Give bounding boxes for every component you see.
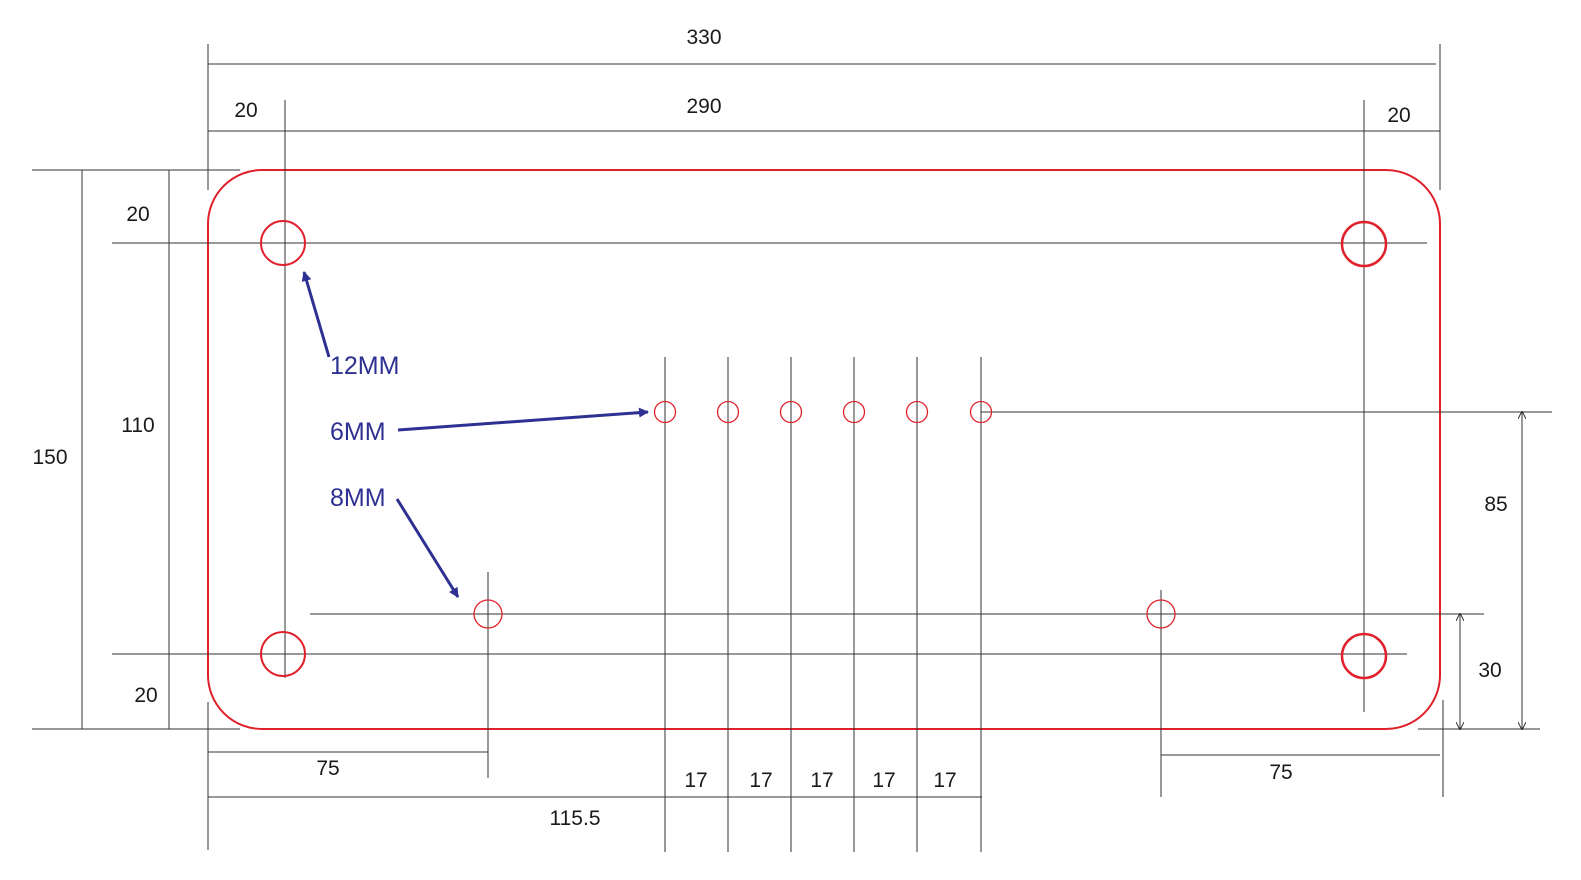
arrow-12mm — [301, 271, 331, 358]
dim-right-edge-offset: 20 — [1387, 104, 1410, 127]
dim-lower-row-height: 30 — [1478, 659, 1501, 682]
dim-small-hole-pitch: 17 — [810, 769, 833, 792]
hole-bottom-left — [260, 631, 306, 677]
medium-hole-right — [1146, 599, 1176, 629]
small-hole — [969, 400, 993, 424]
large-holes — [260, 220, 1388, 680]
dim-lower-right-hole-offset: 75 — [1269, 761, 1292, 784]
callout-arrows — [301, 271, 649, 598]
dim-small-row-height: 85 — [1484, 493, 1507, 516]
arrow-8mm — [395, 498, 460, 598]
arrow-6mm — [397, 407, 649, 432]
dimension-lines — [32, 44, 1552, 852]
dim-small-hole-row-offset: 115.5 — [550, 807, 601, 830]
dim-hole-spacing-width: 290 — [686, 95, 721, 118]
small-hole — [779, 400, 803, 424]
callout-12mm-label: 12MM — [330, 352, 399, 380]
dim-small-hole-pitch: 17 — [684, 769, 707, 792]
small-hole-row — [653, 400, 993, 424]
dim-top-edge-offset: 20 — [126, 203, 149, 226]
small-hole — [716, 400, 740, 424]
small-hole — [842, 400, 866, 424]
dim-lower-left-hole-offset: 75 — [316, 757, 339, 780]
medium-hole-left — [473, 599, 503, 629]
callout-8mm-label: 8MM — [330, 484, 386, 512]
dim-overall-height: 150 — [32, 446, 67, 469]
dim-small-hole-pitch: 17 — [749, 769, 772, 792]
dim-hole-spacing-height: 110 — [121, 414, 154, 437]
dim-left-edge-offset: 20 — [234, 99, 257, 122]
hole-bottom-right — [1340, 632, 1388, 680]
dim-overall-width: 330 — [686, 26, 721, 49]
small-hole — [905, 400, 929, 424]
hole-top-left — [260, 220, 306, 266]
dim-small-hole-pitch: 17 — [872, 769, 895, 792]
plate-outline — [207, 169, 1441, 730]
hole-top-right — [1340, 220, 1388, 268]
callout-6mm-label: 6MM — [330, 418, 386, 446]
medium-holes — [473, 599, 1176, 629]
dim-small-hole-pitch: 17 — [933, 769, 956, 792]
small-hole — [653, 400, 677, 424]
dim-bottom-edge-offset: 20 — [134, 684, 157, 707]
